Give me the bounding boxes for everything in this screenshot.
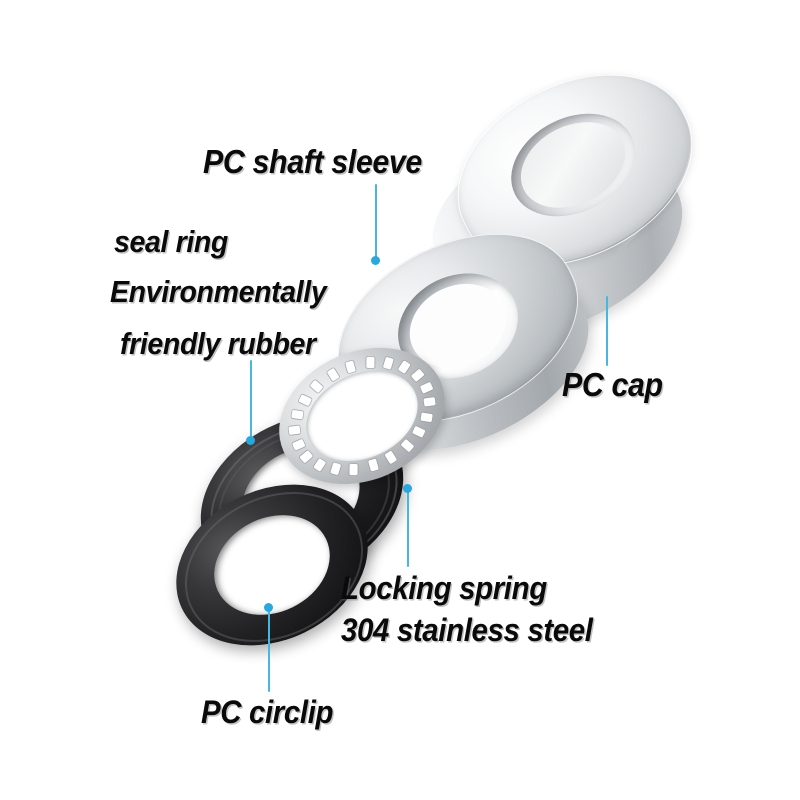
leader-line-shaft-sleeve [375,184,377,260]
locking-spring-tooth [288,425,302,436]
label-pc-circlip: PC circlip [201,694,334,730]
locking-spring-tooth [382,356,395,370]
label-pc-cap: PC cap [562,366,663,403]
locking-spring-tooth [419,381,433,394]
label-seal-ring-line2: Environmentally [110,274,327,309]
label-locking-spring-line2: 304 stainless steel [341,612,593,648]
locking-spring-tooth [299,449,314,463]
part-locking-spring [257,322,467,510]
leader-dot-pc-circlip [264,603,273,612]
leader-line-seal-ring [250,360,252,440]
label-seal-ring-line1: seal ring [114,224,228,259]
locking-spring-tooth [422,396,436,407]
locking-spring-tooth [400,438,414,453]
label-pc-shaft-sleeve: PC shaft sleeve [203,143,422,180]
locking-spring-tooth [291,438,305,451]
leader-dot-seal-ring [246,436,255,445]
locking-spring-tooth [410,369,425,383]
locking-spring-tooth [384,450,398,465]
locking-spring-tooth [345,360,357,374]
leader-line-pc-circlip [268,608,270,692]
locking-spring-tooth [310,379,324,394]
leader-dot-shaft-sleeve [371,256,380,265]
locking-spring-tooth [349,463,359,476]
label-locking-spring-line1: Locking spring [341,570,547,606]
leader-line-pc-cap [606,296,608,366]
locking-spring-tooth [329,462,341,476]
label-seal-ring-line3: friendly rubber [120,326,316,361]
locking-spring-tooth [297,394,312,407]
leader-line-locking-spring [407,489,409,567]
leader-dot-locking-spring [403,484,412,493]
locking-spring-tooth [326,367,340,382]
locking-spring-tooth [365,356,375,369]
locking-spring-tooth [291,410,304,421]
locking-spring-tooth [367,458,379,472]
locking-spring-tooth [412,425,427,438]
locking-spring-tooth [398,360,412,375]
locking-spring-tooth [312,457,326,472]
locking-spring-tooth [420,411,433,422]
